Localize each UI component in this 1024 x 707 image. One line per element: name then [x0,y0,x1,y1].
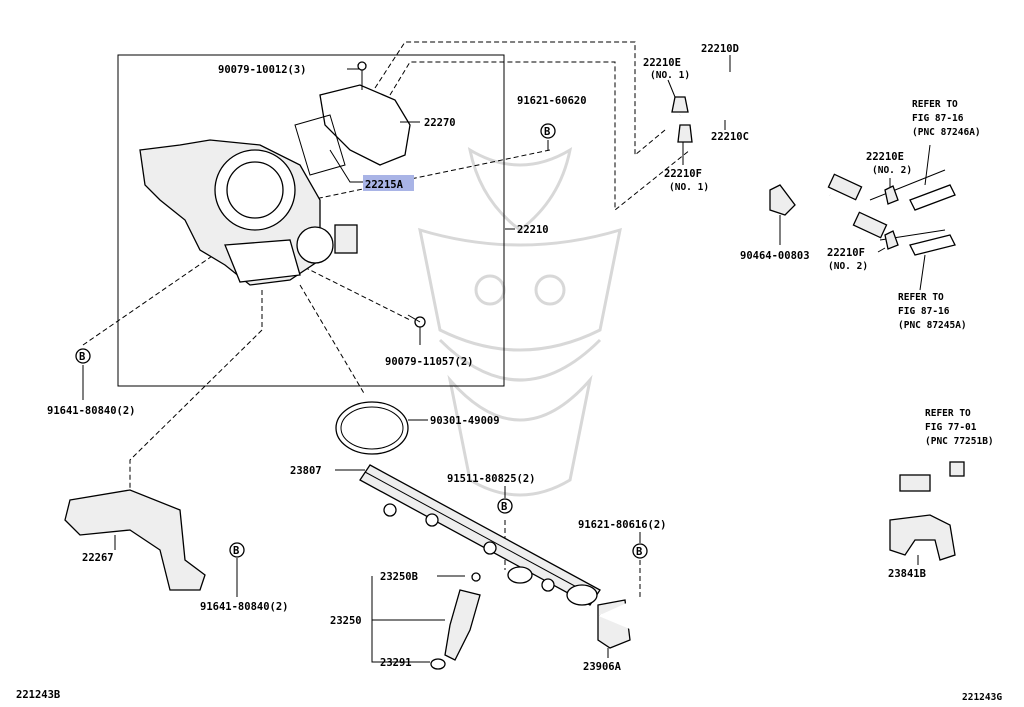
ref3-line3: (PNC 77251B) [925,436,994,447]
label-23807: 23807 [290,465,322,477]
label-23841b: 23841B [888,568,926,580]
bolt-marker-letter: B [501,501,507,513]
throttle-body-drawing [139,61,426,328]
label-91621-60620: 91621-60620 [517,95,587,107]
part-labels: 90079-10012(3) 22270 22215A 91621-60620 … [47,43,926,673]
fuel-rail-drawing [359,464,601,606]
ref2-line3: (PNC 87245A) [898,320,967,331]
footer-code-right: 221243G [962,692,1002,703]
refer-notes: REFER TO FIG 87-16 (PNC 87246A) REFER TO… [898,99,994,447]
label-22210e-no1: 22210E [643,57,681,69]
label-22210e-no1-sub: (NO. 1) [650,70,690,81]
bolt-marker-letter: B [79,351,85,363]
label-90079-10012: 90079-10012(3) [218,64,307,76]
ref3-line2: FIG 77-01 [925,422,977,433]
clamp-23841b [889,514,956,561]
label-23291: 23291 [380,657,412,669]
label-23250b: 23250B [380,571,418,583]
label-22210d: 22210D [701,43,739,55]
bracket-22267 [64,489,206,591]
highlight-22215a [363,175,414,191]
ref1-line2: FIG 87-16 [912,113,964,124]
label-22210f-no1: 22210F [664,168,702,180]
label-22210f-no2-sub: (NO. 2) [828,261,868,272]
fuel-line-drawing [599,461,987,643]
footer-code-left: 221243B [16,689,60,701]
label-23250: 23250 [330,615,362,627]
ref2-line2: FIG 87-16 [898,306,950,317]
ref1-line1: REFER TO [912,99,958,110]
fuel-injector-drawing [430,572,481,670]
label-22215a: 22215A [365,179,404,191]
vacuum-hoses-drawing [671,71,956,256]
label-90464-00803: 90464-00803 [740,250,810,262]
label-91511-80825: 91511-80825(2) [447,473,536,485]
leader-lines [82,55,931,663]
o-ring [335,401,409,455]
bolt-marker-letter: B [544,126,550,138]
label-90301-49009: 90301-49009 [430,415,500,427]
label-23906a: 23906A [583,661,622,673]
label-22210e-no2: 22210E [866,151,904,163]
label-22210f-no1-sub: (NO. 1) [669,182,709,193]
label-91641-80840-b: 91641-80840(2) [200,601,289,613]
watermark-emblem [418,146,622,497]
label-22210: 22210 [517,224,549,236]
bolt-marker-letter: B [636,546,642,558]
label-91641-80840-a: 91641-80840(2) [47,405,136,417]
ref2-line1: REFER TO [898,292,944,303]
label-90079-11057: 90079-11057(2) [385,356,474,368]
throttle-body-group-box [117,54,505,387]
bolt-marker-letter: B [233,545,239,557]
label-22267: 22267 [82,552,114,564]
ref1-line3: (PNC 87246A) [912,127,981,138]
label-91621-80616: 91621-80616(2) [578,519,667,531]
label-22210e-no2-sub: (NO. 2) [872,165,912,176]
ref3-line1: REFER TO [925,408,971,419]
label-22210c: 22210C [711,131,749,143]
label-22210f-no2: 22210F [827,247,865,259]
bolt-markers: B B B B B [75,123,648,559]
label-22270: 22270 [424,117,456,129]
